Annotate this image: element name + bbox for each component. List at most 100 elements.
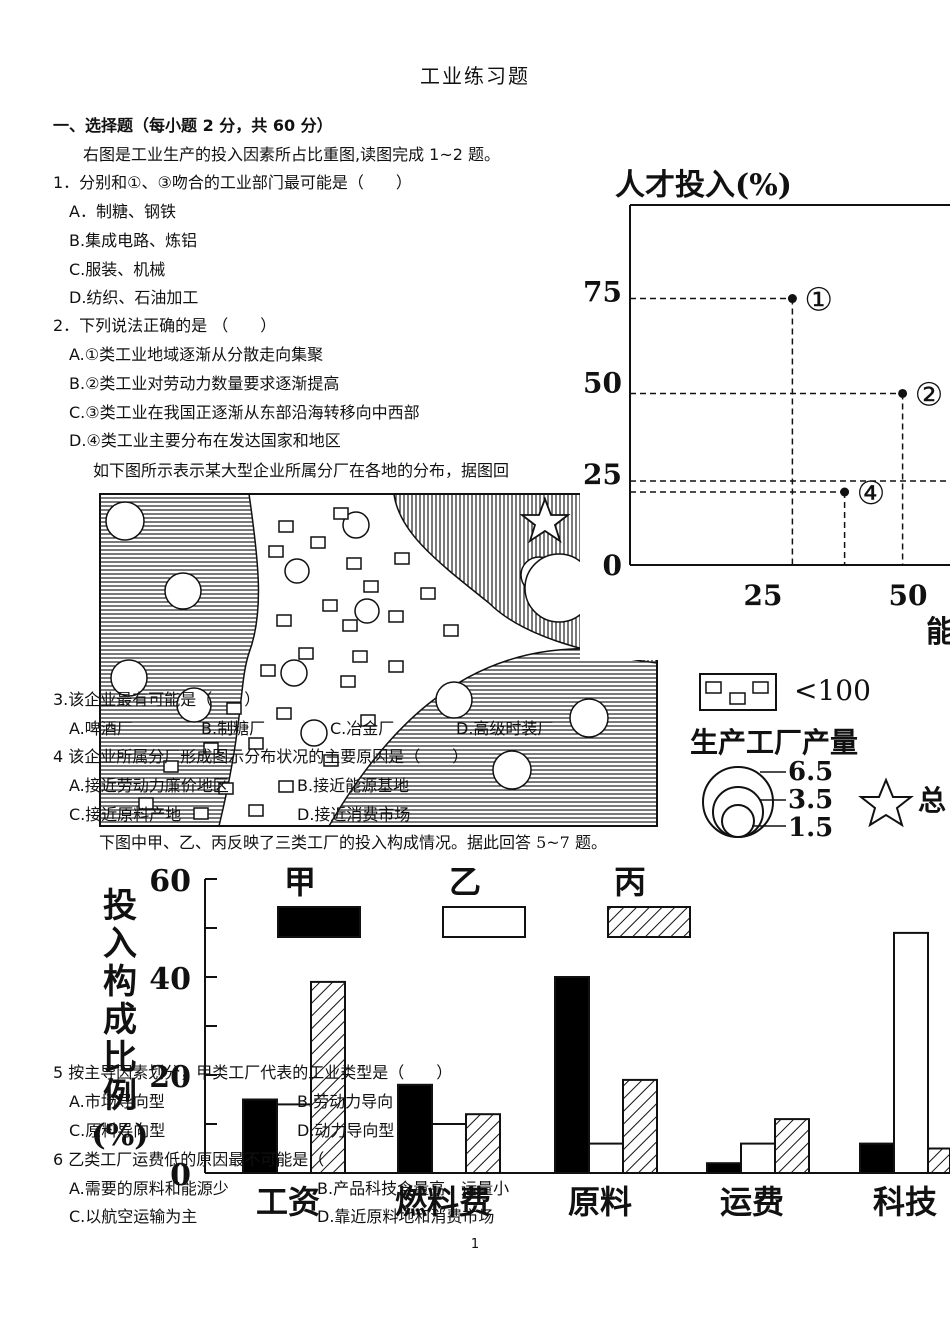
q3-option-d[interactable]: D.高级时装厂 <box>456 719 554 738</box>
scatter-ytick: 50 <box>583 367 622 400</box>
bar <box>588 1142 624 1175</box>
bar <box>397 1083 433 1174</box>
q4-option-c[interactable]: C.接近原料产地 <box>69 805 182 824</box>
scatter-point-label: ① <box>804 281 833 319</box>
bar <box>310 980 346 1175</box>
bar-ylabel-char: 成 <box>103 1000 137 1040</box>
bar-category-label: 工资 <box>256 1183 320 1221</box>
scatter-point-label: ④ <box>857 474 886 512</box>
scatter-point-label: ② <box>915 375 944 413</box>
scatter-point <box>898 388 908 398</box>
bar <box>893 931 929 1175</box>
bar-y-tick-label: 0 <box>170 1158 191 1193</box>
q5-option-d[interactable]: D.动力导向型 <box>297 1121 395 1140</box>
map-region-west <box>99 493 260 827</box>
production-factory-circles <box>105 501 609 790</box>
bar <box>242 1098 278 1174</box>
small-factory-squares <box>138 507 459 820</box>
bar <box>774 1118 810 1175</box>
q2-stem: 2．下列说法正确的是 （ ） <box>53 316 277 335</box>
bar-legend-swatch <box>607 906 691 938</box>
bar-ylabel-char: 构 <box>103 962 137 1002</box>
legend-headquarters-star-icon <box>858 777 914 828</box>
q2-option-a[interactable]: A.①类工业地域逐渐从分散走向集聚 <box>69 345 324 364</box>
bar-legend-name: 甲 <box>284 863 316 901</box>
q4-option-a[interactable]: A.接近劳动力廉价地区 <box>69 776 229 795</box>
q5-option-b[interactable]: B.劳动力导向 <box>297 1092 394 1111</box>
q6-option-b[interactable]: B.产品科技含量高、运量小 <box>317 1179 510 1198</box>
bar-y-tick-label: 20 <box>149 1060 191 1095</box>
intro-q5-7: 下图中甲、乙、丙反映了三类工厂的投入构成情况。据此回答 5~7 题。 <box>99 833 607 852</box>
bar-ylabel-char: 例 <box>103 1076 137 1116</box>
factory-distribution-map <box>99 493 658 827</box>
bar-ylabel-unit: (%) <box>92 1118 149 1153</box>
scatter-point <box>840 487 850 497</box>
bar <box>622 1078 658 1174</box>
section-heading: 一、选择题（每小题 2 分，共 60 分） <box>53 116 333 135</box>
q5-option-c[interactable]: C.原料导向型 <box>69 1121 166 1140</box>
q1-stem: 1．分别和①、③吻合的工业部门最可能是（ ） <box>53 173 412 192</box>
q5-option-a[interactable]: A.市场导向型 <box>69 1092 165 1111</box>
page-title: 工业练习题 <box>420 64 530 88</box>
q4-option-d[interactable]: D.接近消费市场 <box>297 805 411 824</box>
bar-legend-swatch <box>277 906 361 938</box>
bar-legend-name: 乙 <box>449 863 481 901</box>
q6-stem: 6 乙类工厂运费低的原因最不可能是（ <box>53 1150 325 1169</box>
q5-stem: 5 按主导因素划分，甲类工厂代表的工业类型是（ ） <box>53 1063 453 1082</box>
q6-option-c[interactable]: C.以航空运输为主 <box>69 1207 198 1226</box>
q2-option-d[interactable]: D.④类工业主要分布在发达国家和地区 <box>69 431 341 450</box>
bar-category-label: 原料 <box>568 1183 632 1221</box>
bar <box>431 1123 467 1174</box>
q4-option-b[interactable]: B.接近能源基地 <box>297 776 410 795</box>
bar-ylabel-char: 投 <box>103 886 137 926</box>
bar-category-label: 科技 <box>873 1183 937 1221</box>
bar <box>465 1113 501 1175</box>
q1-option-b[interactable]: B.集成电路、炼铝 <box>69 231 198 250</box>
q4-stem: 4 该企业所属分厂形成图示分布状况的主要原因是（ ） <box>53 747 469 766</box>
bar-ylabel-char: 入 <box>103 924 137 964</box>
q3-option-a[interactable]: A.啤酒厂 <box>69 719 133 738</box>
legend-production-title: 生产工厂产量 <box>690 726 858 759</box>
scatter-ytick: 0 <box>603 549 622 582</box>
legend-headquarters-label: 总 <box>918 784 946 817</box>
intro-q1-2: 右图是工业生产的投入因素所占比重图,读图完成 1~2 题。 <box>83 145 501 164</box>
q3-option-b[interactable]: B.制糖厂 <box>201 719 266 738</box>
bar-legend-name: 丙 <box>614 863 646 901</box>
q6-option-d[interactable]: D.靠近原料地和消费市场 <box>317 1207 495 1226</box>
bar <box>706 1162 742 1175</box>
scatter-xlabel: 能 <box>926 615 950 650</box>
scatter-ytick: 75 <box>583 275 622 308</box>
bar-category-label: 运费 <box>720 1183 784 1221</box>
scatter-xtick: 25 <box>744 579 783 612</box>
scatter-xtick: 50 <box>889 579 928 612</box>
legend-small-factory-label: <100 <box>794 674 871 707</box>
scatter-point <box>787 294 797 304</box>
q6-option-a[interactable]: A.需要的原料和能源少 <box>69 1179 229 1198</box>
bar <box>554 976 590 1174</box>
q2-option-b[interactable]: B.②类工业对劳动力数量要求逐渐提高 <box>69 374 340 393</box>
q1-option-c[interactable]: C.服装、机械 <box>69 260 166 279</box>
q3-option-c[interactable]: C.冶金厂 <box>330 719 395 738</box>
bar-legend-swatch <box>442 906 526 938</box>
q1-option-a[interactable]: A．制糖、钢铁 <box>69 202 176 221</box>
legend-circle-medium: 3.5 <box>788 785 833 815</box>
scatter-ylabel: 人才投入(%) <box>615 168 792 203</box>
q3-stem: 3.该企业最有可能是（ ） <box>53 690 261 709</box>
talent-input-scatter: 人才投入(%) 75 50 25 0 25 50 ① ② ④ 能 <box>580 160 950 660</box>
bar-category-label: 燃料费 <box>395 1183 491 1221</box>
q2-option-c[interactable]: C.③类工业在我国正逐渐从东部沿海转移向中西部 <box>69 403 420 422</box>
bar <box>927 1147 950 1174</box>
legend-circle-large: 6.5 <box>788 757 833 787</box>
q1-option-d[interactable]: D.纺织、石油加工 <box>69 288 199 307</box>
map-legend: <100 生产工厂产量 6.5 3.5 1.5 总 <box>690 660 950 845</box>
bar <box>740 1142 776 1175</box>
bar-y-tick-label: 60 <box>149 864 191 899</box>
page-number: 1 <box>470 1237 480 1252</box>
headquarters-star-icon <box>519 496 571 544</box>
bar-ylabel-char: 比 <box>103 1038 137 1078</box>
legend-circle-small: 1.5 <box>788 813 833 843</box>
bar-y-tick-label: 40 <box>149 962 191 997</box>
scatter-ytick: 25 <box>583 458 622 491</box>
